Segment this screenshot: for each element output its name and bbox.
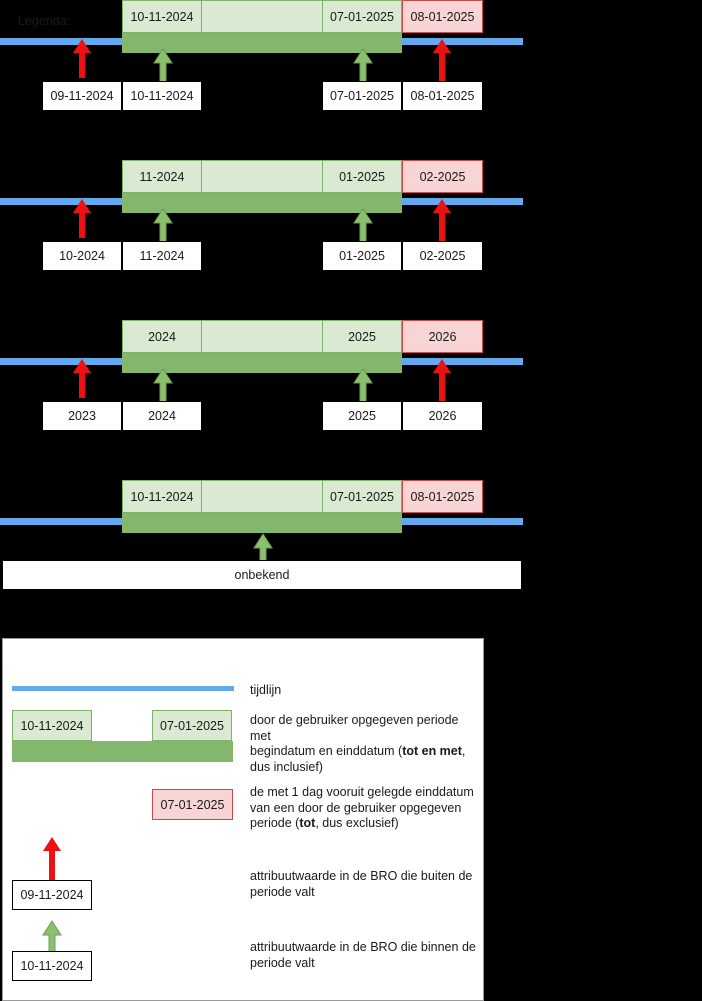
- arrow-green-inside-end: [352, 208, 374, 248]
- period-end-cell: 07-01-2025: [322, 0, 402, 33]
- period-exclusive-cell: 08-01-2025: [402, 480, 483, 513]
- period-middle-cell: [202, 160, 322, 193]
- period-band: [122, 193, 402, 213]
- legend-period-band-swatch: [12, 741, 233, 762]
- period-band: [122, 33, 402, 53]
- arrow-red-outside-right: [431, 358, 453, 403]
- legend-exclusive-line2: van een door de gebruiker opgegeven: [250, 800, 462, 815]
- period-middle-cell: [202, 0, 322, 33]
- timeline-row-unknown: 10-11-2024 07-01-2025 08-01-2025 onbeken…: [0, 480, 702, 640]
- legend-outside-line1: attribuutwaarde in de BRO die buiten de: [250, 869, 473, 883]
- legend-outside-swatch: 09-11-2024: [12, 880, 92, 910]
- period-exclusive-cell: 02-2025: [402, 160, 483, 193]
- period-end-cell: 07-01-2025: [322, 480, 402, 513]
- arrow-red-outside-left: [71, 38, 93, 78]
- value-label-inside-end: 2025: [322, 401, 402, 431]
- value-label-inside-end: 01-2025: [322, 241, 402, 271]
- timeline-row-months: 11-2024 01-2025 02-2025 10-2024 11-2024 …: [0, 160, 702, 320]
- period-cell-group: 11-2024 01-2025 02-2025: [122, 160, 483, 193]
- legend-period-end-swatch: 07-01-2025: [152, 710, 232, 741]
- arrow-red-outside-left: [71, 358, 93, 398]
- legend-period-line2a: begindatum en einddatum (: [250, 744, 403, 758]
- legend-inside-swatch: 10-11-2024: [12, 951, 92, 981]
- value-label-inside-end: 07-01-2025: [322, 81, 402, 111]
- value-label-outside-right: 08-01-2025: [402, 81, 483, 111]
- arrow-green-unknown: [252, 533, 274, 573]
- period-middle-cell: [202, 480, 322, 513]
- legend-exclusive-swatch: 07-01-2025: [152, 789, 233, 820]
- period-start-cell: 10-11-2024: [122, 0, 202, 33]
- period-end-cell: 2025: [322, 320, 402, 353]
- legend-inside-line1: attribuutwaarde in de BRO die binnen de: [250, 940, 476, 954]
- legend-period-emph1: tot en met: [402, 744, 462, 758]
- value-label-outside-right: 02-2025: [402, 241, 483, 271]
- legend-inside-line2: periode valt: [250, 955, 315, 970]
- legend-exclusive-emph1: tot: [299, 816, 316, 830]
- period-cell-group: 10-11-2024 07-01-2025 08-01-2025: [122, 0, 483, 33]
- arrow-red-outside-left: [71, 198, 93, 238]
- value-label-inside-start: 2024: [122, 401, 202, 431]
- period-middle-cell: [202, 320, 322, 353]
- period-start-cell: 2024: [122, 320, 202, 353]
- period-band: [122, 353, 402, 373]
- period-band: [122, 513, 402, 533]
- arrow-red-outside-right: [431, 198, 453, 243]
- period-exclusive-cell: 2026: [402, 320, 483, 353]
- legend-period-start-swatch: 10-11-2024: [12, 710, 92, 741]
- value-label-inside-start: 10-11-2024: [122, 81, 202, 111]
- arrow-green-inside-start: [152, 48, 174, 88]
- legend-period-text: door de gebruiker opgegeven periode met …: [250, 713, 478, 775]
- legend-exclusive-line1: de met 1 dag vooruit gelegde einddatum: [250, 785, 474, 799]
- period-cell-group: 2024 2025 2026: [122, 320, 483, 353]
- period-end-cell: 01-2025: [322, 160, 402, 193]
- arrow-green-inside-start: [152, 368, 174, 408]
- arrow-green-inside-end: [352, 48, 374, 88]
- legend-period-line2c: ,: [461, 744, 466, 758]
- value-label-inside-start: 11-2024: [122, 241, 202, 271]
- legend-exclusive-line3c: , dus exclusief): [315, 816, 399, 830]
- value-label-outside-left: 10-2024: [42, 241, 122, 271]
- timeline-row-dates: 10-11-2024 07-01-2025 08-01-2025 09-11-2…: [0, 0, 702, 160]
- legend-inside-text: attribuutwaarde in de BRO die binnen de …: [250, 940, 478, 971]
- legend-exclusive-text: de met 1 dag vooruit gelegde einddatum v…: [250, 785, 478, 832]
- period-exclusive-cell: 08-01-2025: [402, 0, 483, 33]
- legend-outside-text: attribuutwaarde in de BRO die buiten de …: [250, 869, 478, 900]
- legend-title: Legenda:: [18, 14, 71, 28]
- value-label-outside-left: 2023: [42, 401, 122, 431]
- value-label-outside-left: 09-11-2024: [42, 81, 122, 111]
- legend-timeline-swatch: [12, 686, 234, 691]
- legend-outside-line2: periode valt: [250, 884, 315, 899]
- legend-arrow-red-icon: [41, 836, 63, 882]
- arrow-green-inside-start: [152, 208, 174, 248]
- arrow-green-inside-end: [352, 368, 374, 408]
- period-cell-group: 10-11-2024 07-01-2025 08-01-2025: [122, 480, 483, 513]
- arrow-red-outside-right: [431, 38, 453, 83]
- legend-timeline-text: tijdlijn: [250, 683, 282, 697]
- legend-period-line1: door de gebruiker opgegeven periode met: [250, 713, 459, 743]
- period-start-cell: 10-11-2024: [122, 480, 202, 513]
- value-label-outside-right: 2026: [402, 401, 483, 431]
- timeline-row-years: 2024 2025 2026 2023 2024 2025 2026: [0, 320, 702, 480]
- legend-period-line3: dus inclusief): [250, 759, 323, 774]
- period-start-cell: 11-2024: [122, 160, 202, 193]
- value-label-unknown: onbekend: [2, 560, 522, 590]
- legend-exclusive-line3a: periode (: [250, 816, 300, 830]
